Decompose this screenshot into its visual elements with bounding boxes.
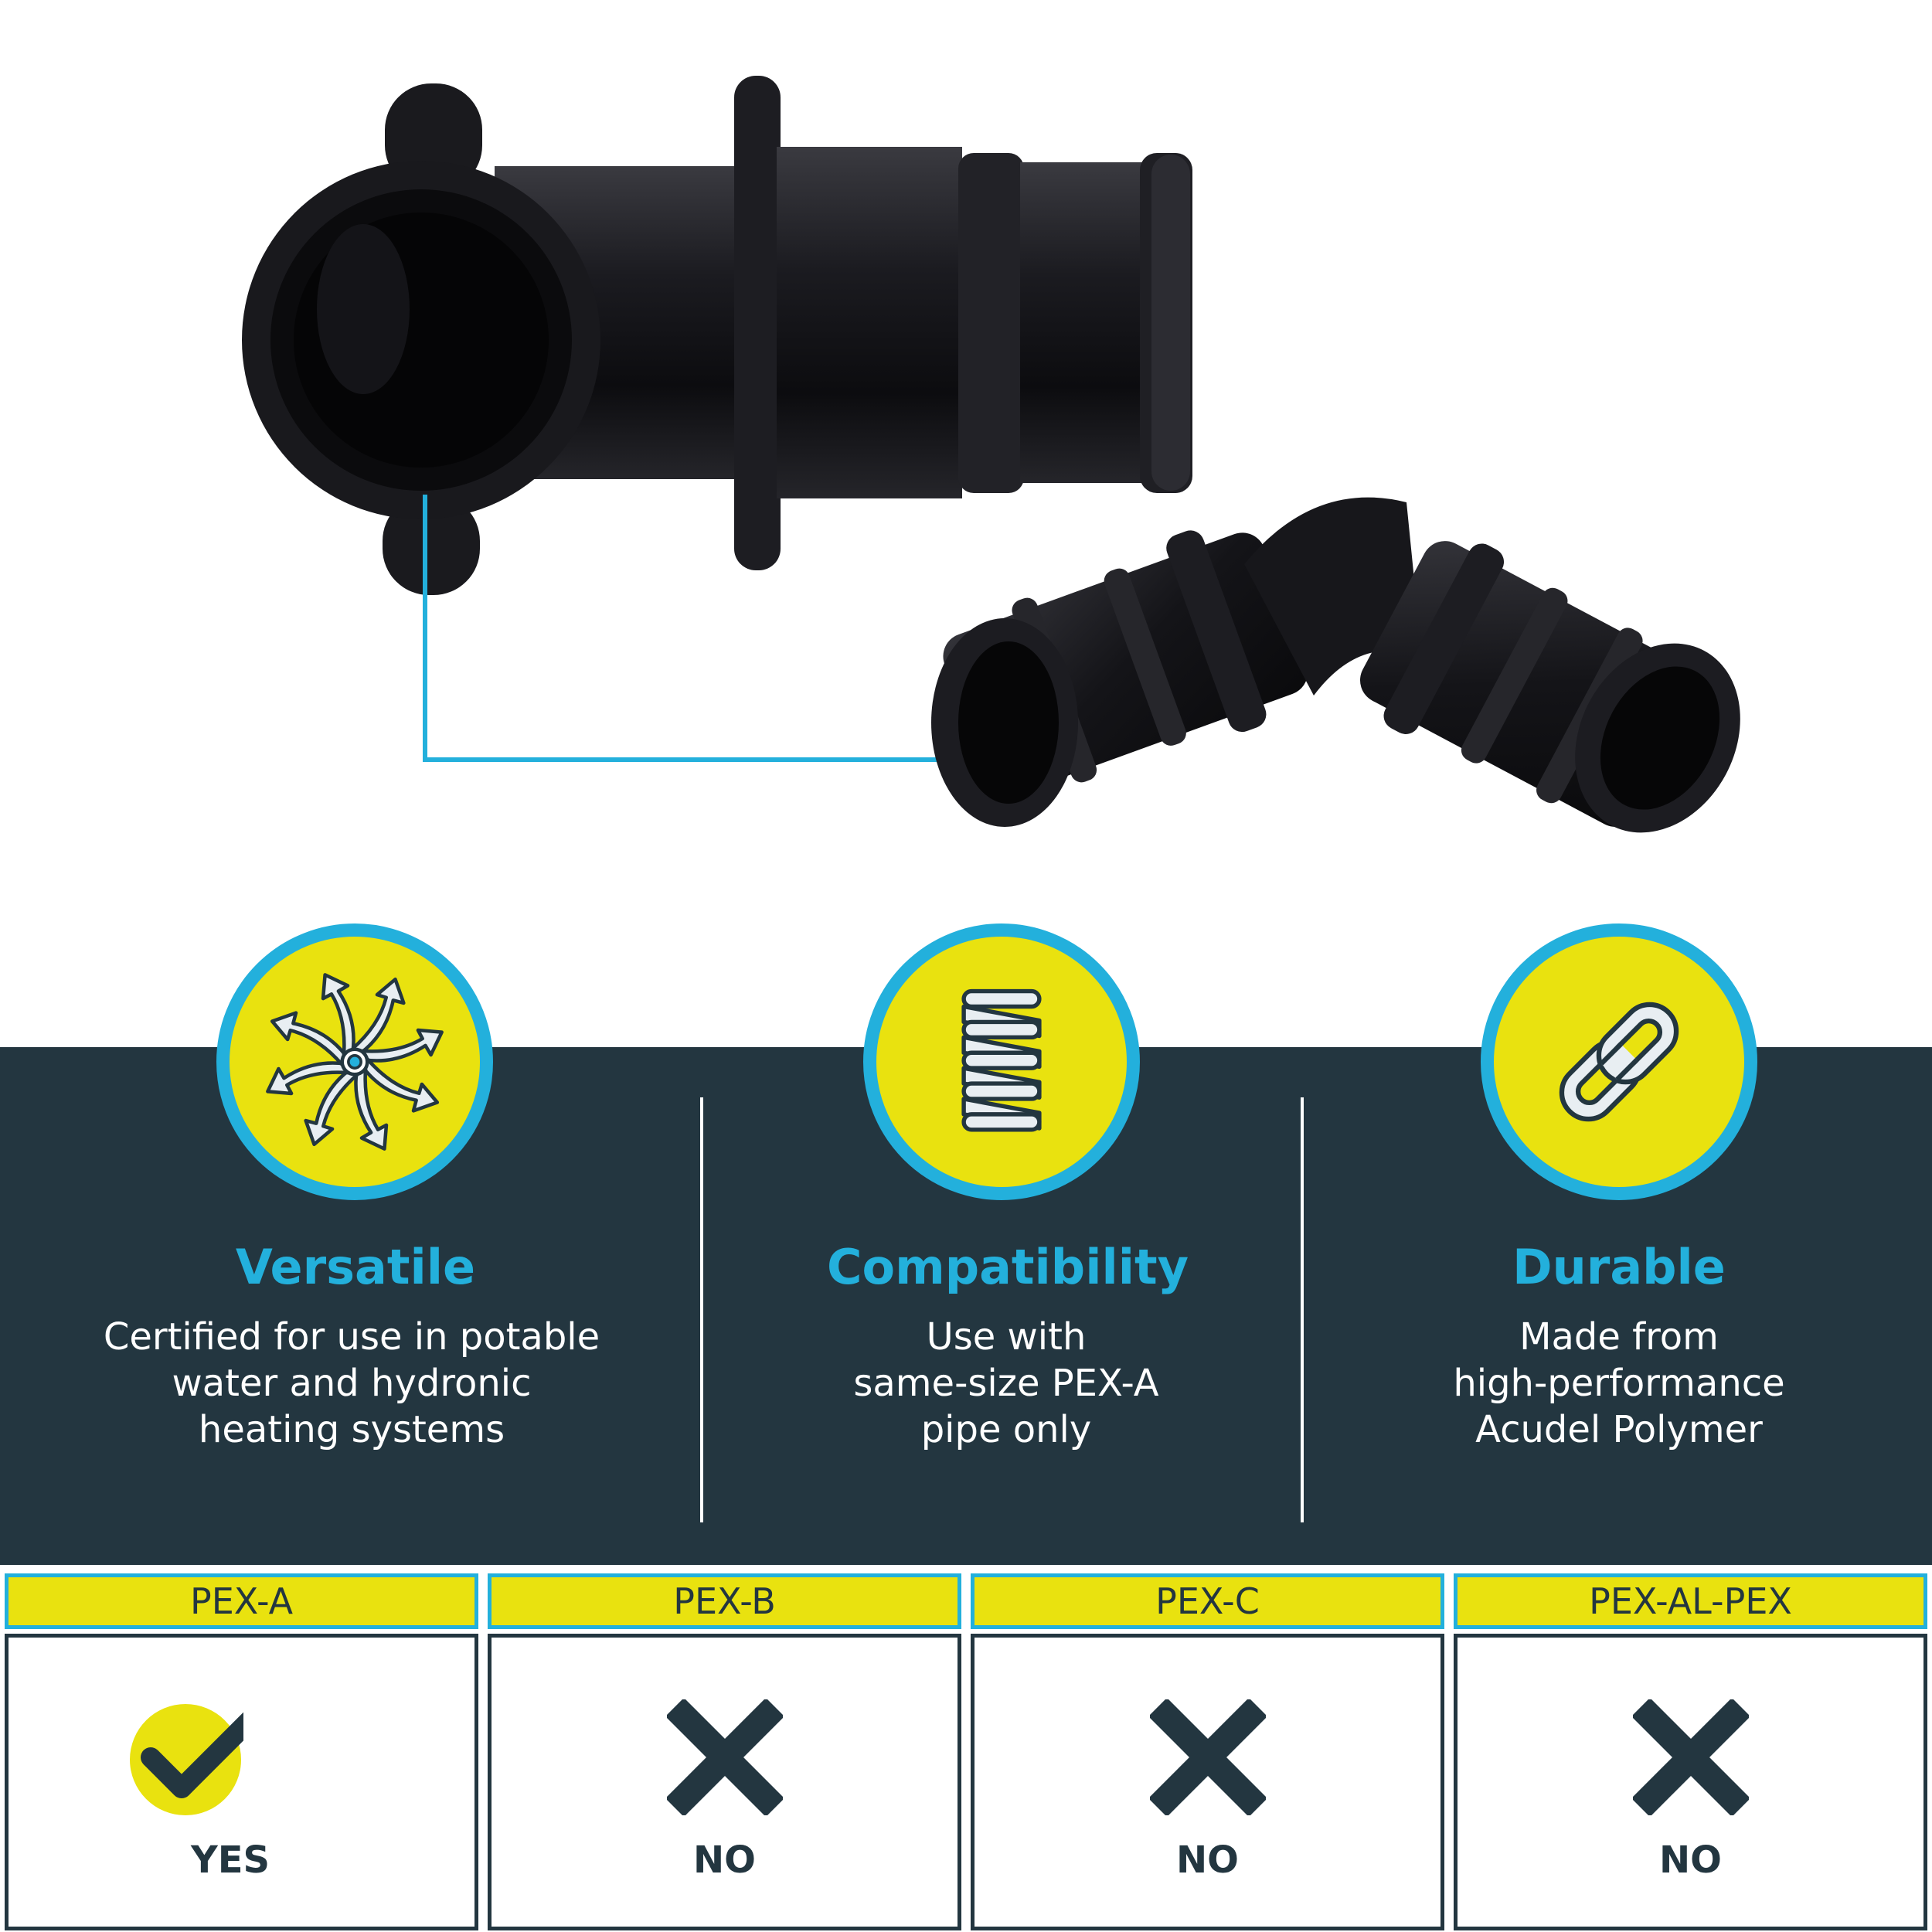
compat-verdict: NO: [693, 1838, 756, 1882]
compat-cell: NO: [971, 1634, 1444, 1930]
compat-header: PEX-A: [5, 1573, 478, 1629]
compat-column-pex-b: PEX-B NO: [483, 1569, 966, 1932]
spring-coil-icon: [961, 988, 1042, 1132]
compat-column-pex-c: PEX-C NO: [966, 1569, 1449, 1932]
compat-column-pex-a: PEX-A YES: [0, 1569, 483, 1932]
compatibility-badge: [863, 923, 1140, 1200]
large-elbow-fitting: [242, 76, 1192, 595]
compat-verdict: NO: [1659, 1838, 1722, 1882]
feature-description: Made from high-performance Acudel Polyme…: [1453, 1315, 1785, 1451]
feature-divider: [1301, 1097, 1304, 1522]
feature-title: Versatile: [235, 1239, 476, 1295]
versatile-badge: [216, 923, 493, 1200]
compat-verdict: NO: [1176, 1838, 1239, 1882]
callout-line: [423, 495, 980, 762]
x-mark-icon: [1631, 1697, 1750, 1818]
x-mark-icon: [1148, 1697, 1267, 1818]
compat-verdict: YES: [191, 1838, 270, 1882]
compat-header: PEX-AL-PEX: [1454, 1573, 1927, 1629]
feature-divider: [700, 1097, 703, 1522]
x-mark-icon: [665, 1697, 784, 1818]
feature-title: Durable: [1512, 1239, 1726, 1295]
check-mark-icon: [128, 1699, 269, 1815]
small-elbow-fitting: [931, 497, 1740, 833]
compat-cell: YES: [5, 1634, 478, 1930]
chain-link-icon: [1559, 1002, 1679, 1122]
burst-arrows-icon: [266, 973, 444, 1151]
compat-cell: NO: [488, 1634, 961, 1930]
feature-description: Use with same-size PEX-A pipe only: [853, 1315, 1159, 1451]
feature-description: Certified for use in potable water and h…: [103, 1315, 600, 1451]
durable-badge: [1481, 923, 1757, 1200]
compat-cell: NO: [1454, 1634, 1927, 1930]
compat-header: PEX-B: [488, 1573, 961, 1629]
compat-header: PEX-C: [971, 1573, 1444, 1629]
compat-column-pex-al-pex: PEX-AL-PEX NO: [1449, 1569, 1932, 1932]
product-photo: [242, 76, 1740, 833]
compatibility-table: PEX-A YES PEX-B NO PEX-C: [0, 1569, 1932, 1932]
feature-title: Compatibility: [827, 1239, 1189, 1295]
